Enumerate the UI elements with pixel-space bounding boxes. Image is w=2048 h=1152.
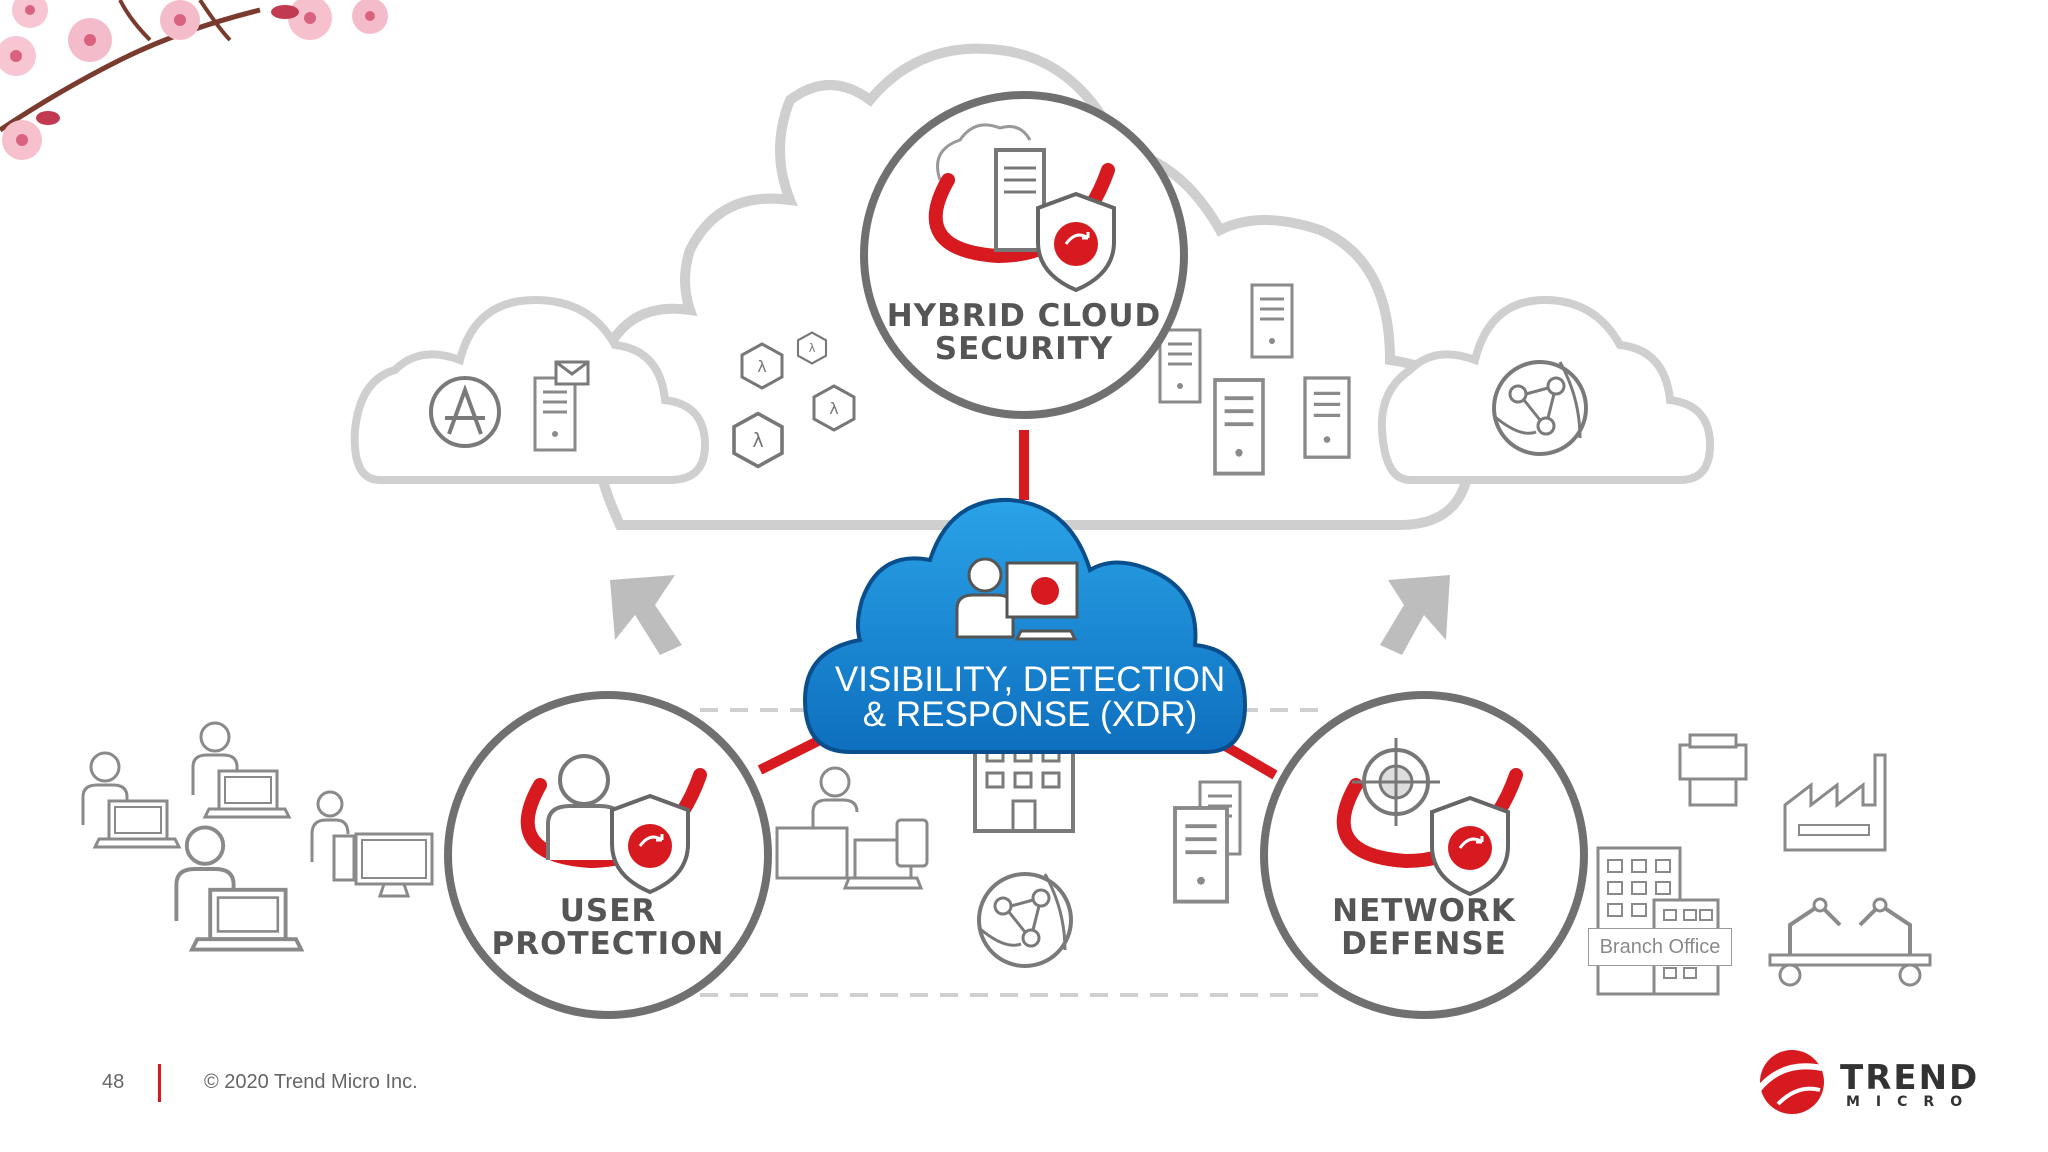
factory-icon [1783, 753, 1887, 852]
user-protection-node [444, 691, 772, 1019]
xdr-label-line2: & RESPONSE (XDR) [862, 695, 1198, 734]
target-icon [1352, 738, 1440, 826]
app-store-icon [429, 376, 501, 448]
upward-arrow-right [1380, 575, 1450, 655]
user-protection-label-line1: USER [559, 893, 657, 929]
trend-micro-logo-icon [1755, 1050, 1824, 1114]
cherry-blossom-branch [0, 0, 388, 160]
network-defense-label-line2: DEFENSE [1341, 925, 1507, 962]
copyright-text: © 2020 Trend Micro Inc. [204, 1071, 418, 1093]
trend-micro-logo-subtext: MICRO [1846, 1094, 1979, 1110]
hybrid-cloud-outline [588, 43, 1476, 530]
user-protection-label: USER PROTECTION [458, 895, 758, 960]
left-cloud-outline [350, 295, 710, 484]
footer-divider [158, 1064, 161, 1102]
user-desktop-icon [310, 790, 434, 898]
user-laptop-icon [81, 721, 304, 952]
user-desktop-icon [955, 557, 1079, 641]
server-icon [1158, 283, 1351, 476]
user-protection-label-line2: PROTECTION [491, 925, 725, 962]
network-defense-node [1260, 691, 1588, 1019]
xdr-label-line1: VISIBILITY, DETECTION [834, 660, 1226, 699]
trend-micro-logo-text: TREND [1840, 1058, 1980, 1098]
hybrid-cloud-label-line2: SECURITY [934, 330, 1114, 367]
building-icon [1596, 846, 1720, 996]
hybrid-cloud-security-label: HYBRID CLOUD SECURITY [874, 300, 1174, 365]
hybrid-cloud-label-line1: HYBRID CLOUD [886, 298, 1162, 334]
globe-network-icon [977, 872, 1073, 968]
hybrid-cloud-security-node [860, 91, 1188, 419]
lambda-icon [732, 331, 856, 469]
mail-icon [554, 360, 590, 386]
xdr-label: VISIBILITY, DETECTION & RESPONSE (XDR) [820, 662, 1240, 732]
user-desktop-icon [775, 766, 929, 890]
branch-office-label: Branch Office [1588, 928, 1732, 966]
printer-icon [1678, 733, 1748, 807]
network-defense-label-line1: NETWORK [1332, 893, 1516, 929]
globe-network-icon [1492, 360, 1588, 456]
server-icon [1173, 780, 1242, 904]
xdr-cloud [802, 497, 1248, 754]
robot-arm-icon [1768, 897, 1932, 987]
network-defense-label: NETWORK DEFENSE [1274, 895, 1574, 960]
upward-arrow-left [610, 575, 682, 655]
page-number: 48 [102, 1071, 125, 1093]
server-icon [533, 376, 577, 452]
